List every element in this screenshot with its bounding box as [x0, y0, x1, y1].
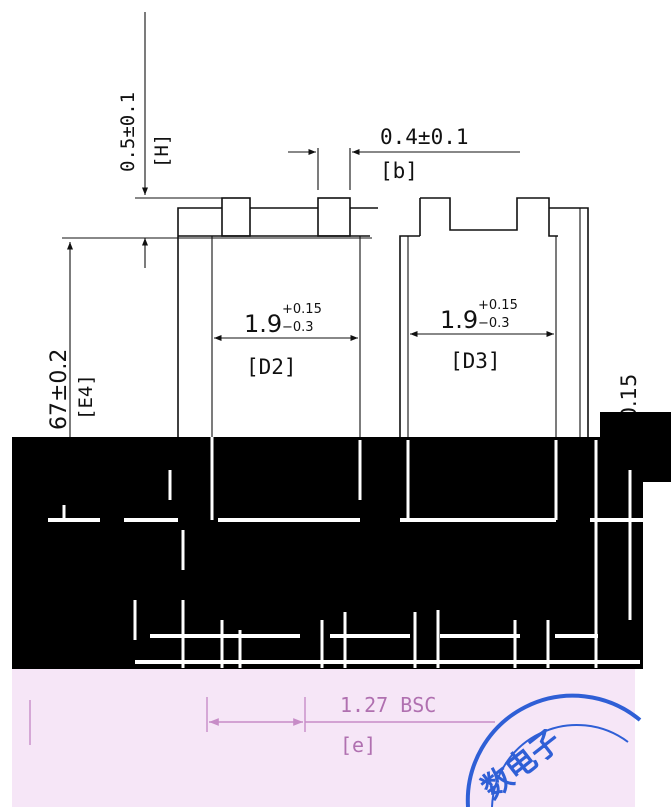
dim-h-ref: [H]	[151, 134, 173, 168]
pad-2	[317, 197, 351, 237]
dim-d3-base: 1.9	[440, 306, 478, 334]
pad-1	[221, 197, 251, 237]
dim-e-ref: [e]	[340, 733, 376, 757]
dim-d3-upper: +0.15	[478, 298, 518, 313]
redaction-block	[12, 412, 671, 669]
dimension-d3: 1.9 +0.15 −0.3 [D3]	[410, 298, 554, 373]
dim-e-value: 1.27 BSC	[340, 693, 436, 717]
dim-e4-ref: [E4]	[75, 374, 97, 420]
dimension-h: 0.5±0.1 [H]	[62, 12, 372, 268]
dim-b-ref: [b]	[380, 159, 418, 183]
dim-h-value: 0.5±0.1	[117, 92, 139, 172]
dimension-d2: 1.9 +0.15 −0.3 [D2]	[214, 302, 358, 379]
dim-d2-lower: −0.3	[282, 320, 314, 335]
dim-d3-ref: [D3]	[450, 349, 501, 373]
dimension-b: 0.4±0.1 [b]	[288, 125, 520, 190]
dim-d2-upper: +0.15	[282, 302, 322, 317]
dim-b-value: 0.4±0.1	[380, 125, 469, 149]
dim-d2-base: 1.9	[244, 310, 282, 338]
lower-region: 1.27 BSC [e]	[12, 669, 671, 807]
dim-d3-lower: −0.3	[478, 316, 510, 331]
dimension-e4: 67±0.2 [E4]	[47, 242, 97, 437]
package-outline	[177, 197, 589, 437]
dim-d2-ref: [D2]	[246, 355, 297, 379]
dim-e4-value: 67±0.2	[47, 349, 72, 430]
